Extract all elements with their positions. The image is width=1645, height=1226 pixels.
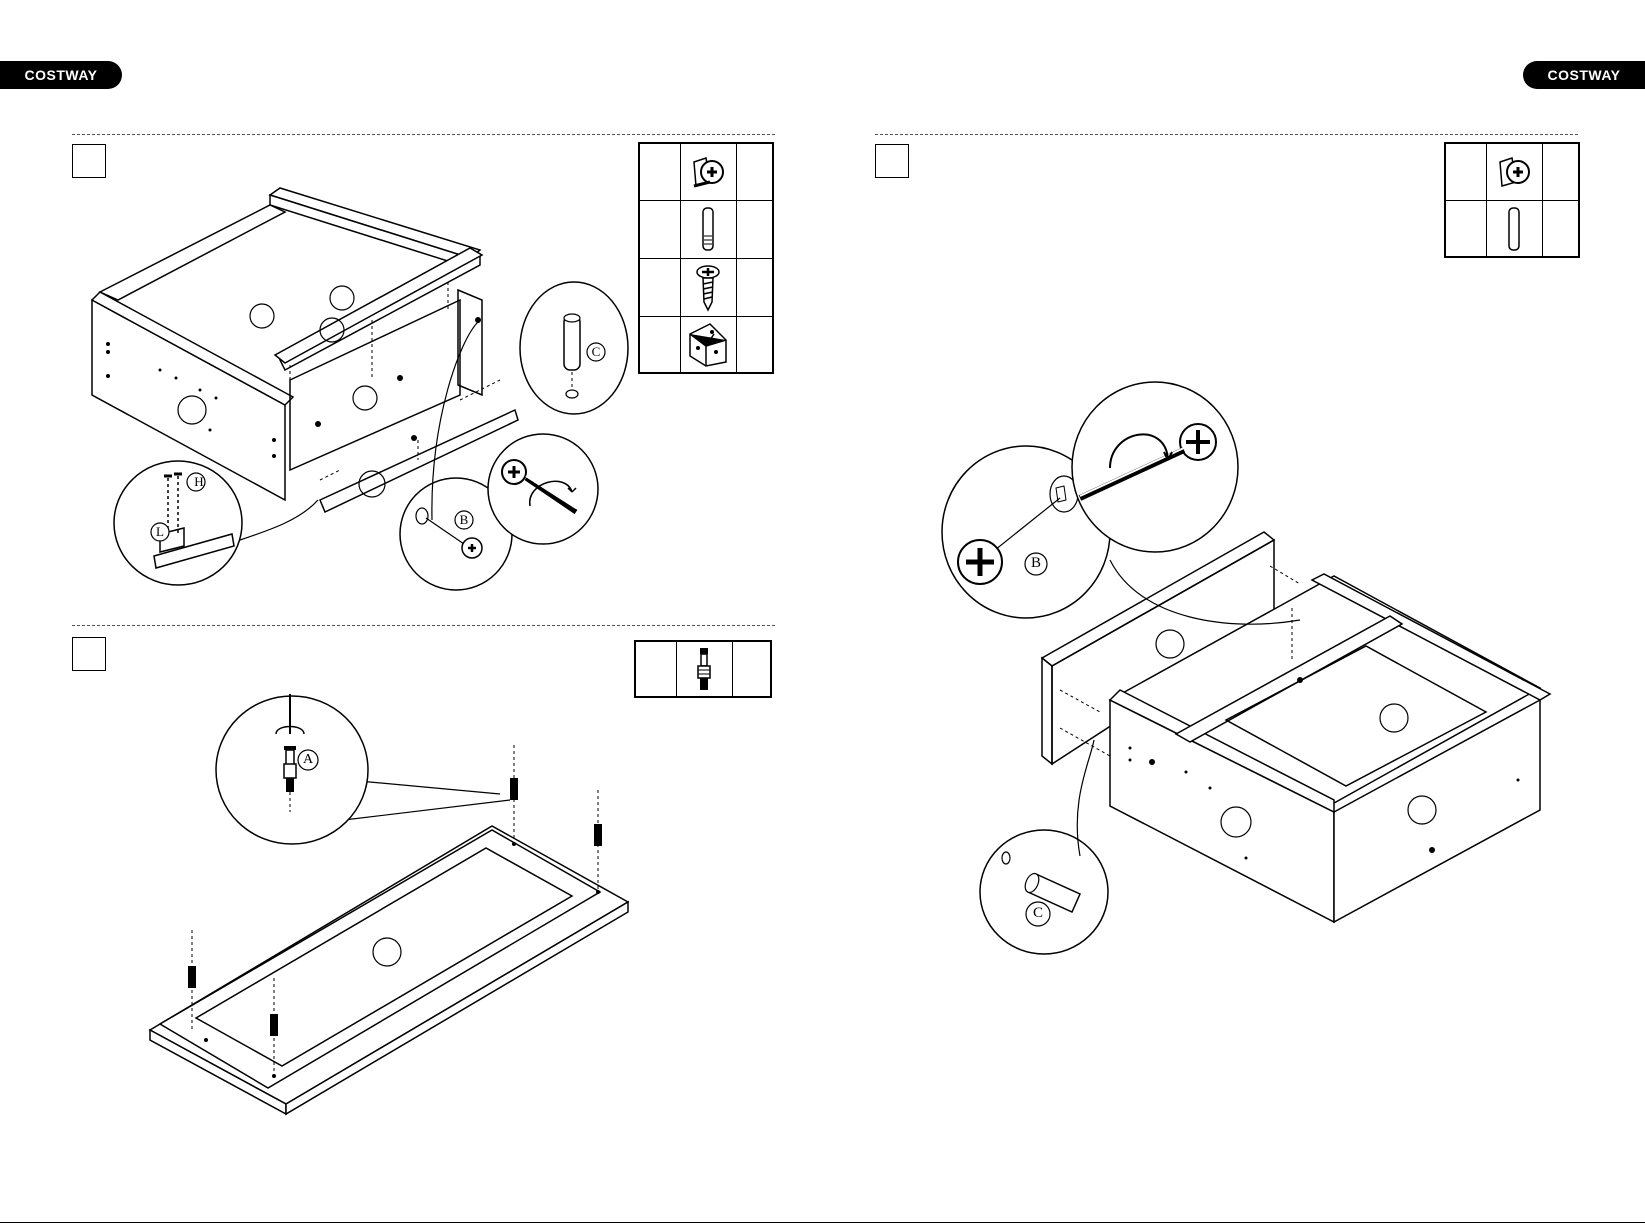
- page-bottom-rule: [0, 1222, 1645, 1223]
